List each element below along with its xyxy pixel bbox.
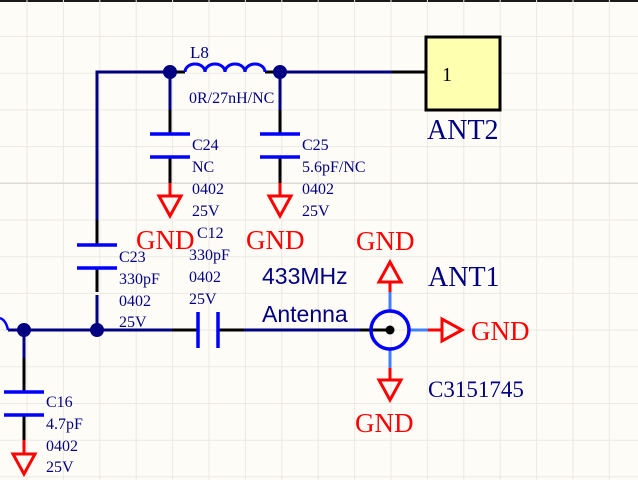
value-C12: 330pF [189,247,230,264]
connector-body [424,35,502,112]
voltage-C24: 25V [192,203,220,220]
junction-dot [90,323,104,337]
gnd-label: GND [355,408,414,438]
gnd-port-c16[interactable] [10,440,38,478]
package-C24: 0402 [192,181,224,198]
value-C25: 5.6pF/NC [302,159,366,176]
window-top-border [0,0,638,2]
designator-C12: C12 [197,225,224,242]
value-L8: 0R/27nH/NC [189,90,274,107]
gnd-port-c24[interactable]: GND [136,183,195,255]
package-C25: 0402 [302,181,334,198]
capacitor-C24[interactable]: C24 NC 0402 25V [150,132,224,220]
designator-C24: C24 [192,137,219,154]
junction-dot [163,65,177,79]
junction-dot [273,65,287,79]
ground-triangle-icon [266,194,294,220]
designator-C23: C23 [119,249,146,266]
value-C24: NC [192,159,214,176]
gnd-port-ant1-right[interactable]: GND [428,316,530,346]
gnd-port-c25[interactable]: GND [246,183,305,255]
gnd-port-ant1-bottom[interactable]: GND [355,368,414,438]
gnd-label: GND [136,225,195,255]
inductor-coil-icon [183,62,267,73]
package-C23: 0402 [119,293,151,310]
designator-L8: L8 [190,43,209,62]
package-C12: 0402 [189,269,221,286]
designator-C25: C25 [302,137,329,154]
gnd-port-ant1-top[interactable]: GND [356,226,415,292]
net-label-line1: 433MHz [262,263,348,289]
coax-connector-ANT1[interactable]: ANT1 C3151745 [369,262,524,402]
designator-ANT2: ANT2 [427,115,499,146]
capacitor-C23[interactable]: C23 330pF 0402 25V [77,243,160,331]
part-number-ANT1: C3151745 [428,377,524,402]
ground-triangle-icon [10,452,38,478]
coax-center-pin-icon [385,325,395,335]
junction-dot [17,323,31,337]
pin-number: 1 [442,64,452,86]
value-C23: 330pF [119,271,160,288]
net-label-433mhz-antenna[interactable]: 433MHz Antenna [262,263,348,327]
voltage-C12: 25V [189,291,217,308]
partial-component-arc [0,316,10,331]
ground-triangle-icon [376,258,404,284]
designator-C16: C16 [46,394,73,411]
ground-triangle-icon [156,194,184,220]
wire-top-net[interactable] [95,70,170,235]
value-C16: 4.7pF [46,416,83,433]
voltage-C23: 25V [119,314,147,331]
package-C16: 0402 [46,438,78,455]
connector-ANT2[interactable]: 1 ANT2 [424,35,502,146]
capacitor-C25[interactable]: C25 5.6pF/NC 0402 25V [260,132,366,220]
pin-stubs [22,70,426,440]
voltage-C16: 25V [46,459,74,476]
ground-triangle-icon [376,378,404,404]
net-label-line2: Antenna [262,301,348,327]
capacitor-C16[interactable]: C16 4.7pF 0402 25V [4,390,83,476]
junctions [17,65,287,337]
inductor-L8[interactable]: L8 0R/27nH/NC [183,43,274,107]
designator-ANT1: ANT1 [428,262,500,293]
gnd-label: GND [246,225,305,255]
capacitor-C12[interactable]: C12 330pF 0402 25V [189,225,230,348]
ground-triangle-icon [440,316,466,344]
coax-shield-icon [369,309,411,351]
voltage-C25: 25V [302,203,330,220]
gnd-label: GND [471,316,530,346]
gnd-label: GND [356,226,415,256]
